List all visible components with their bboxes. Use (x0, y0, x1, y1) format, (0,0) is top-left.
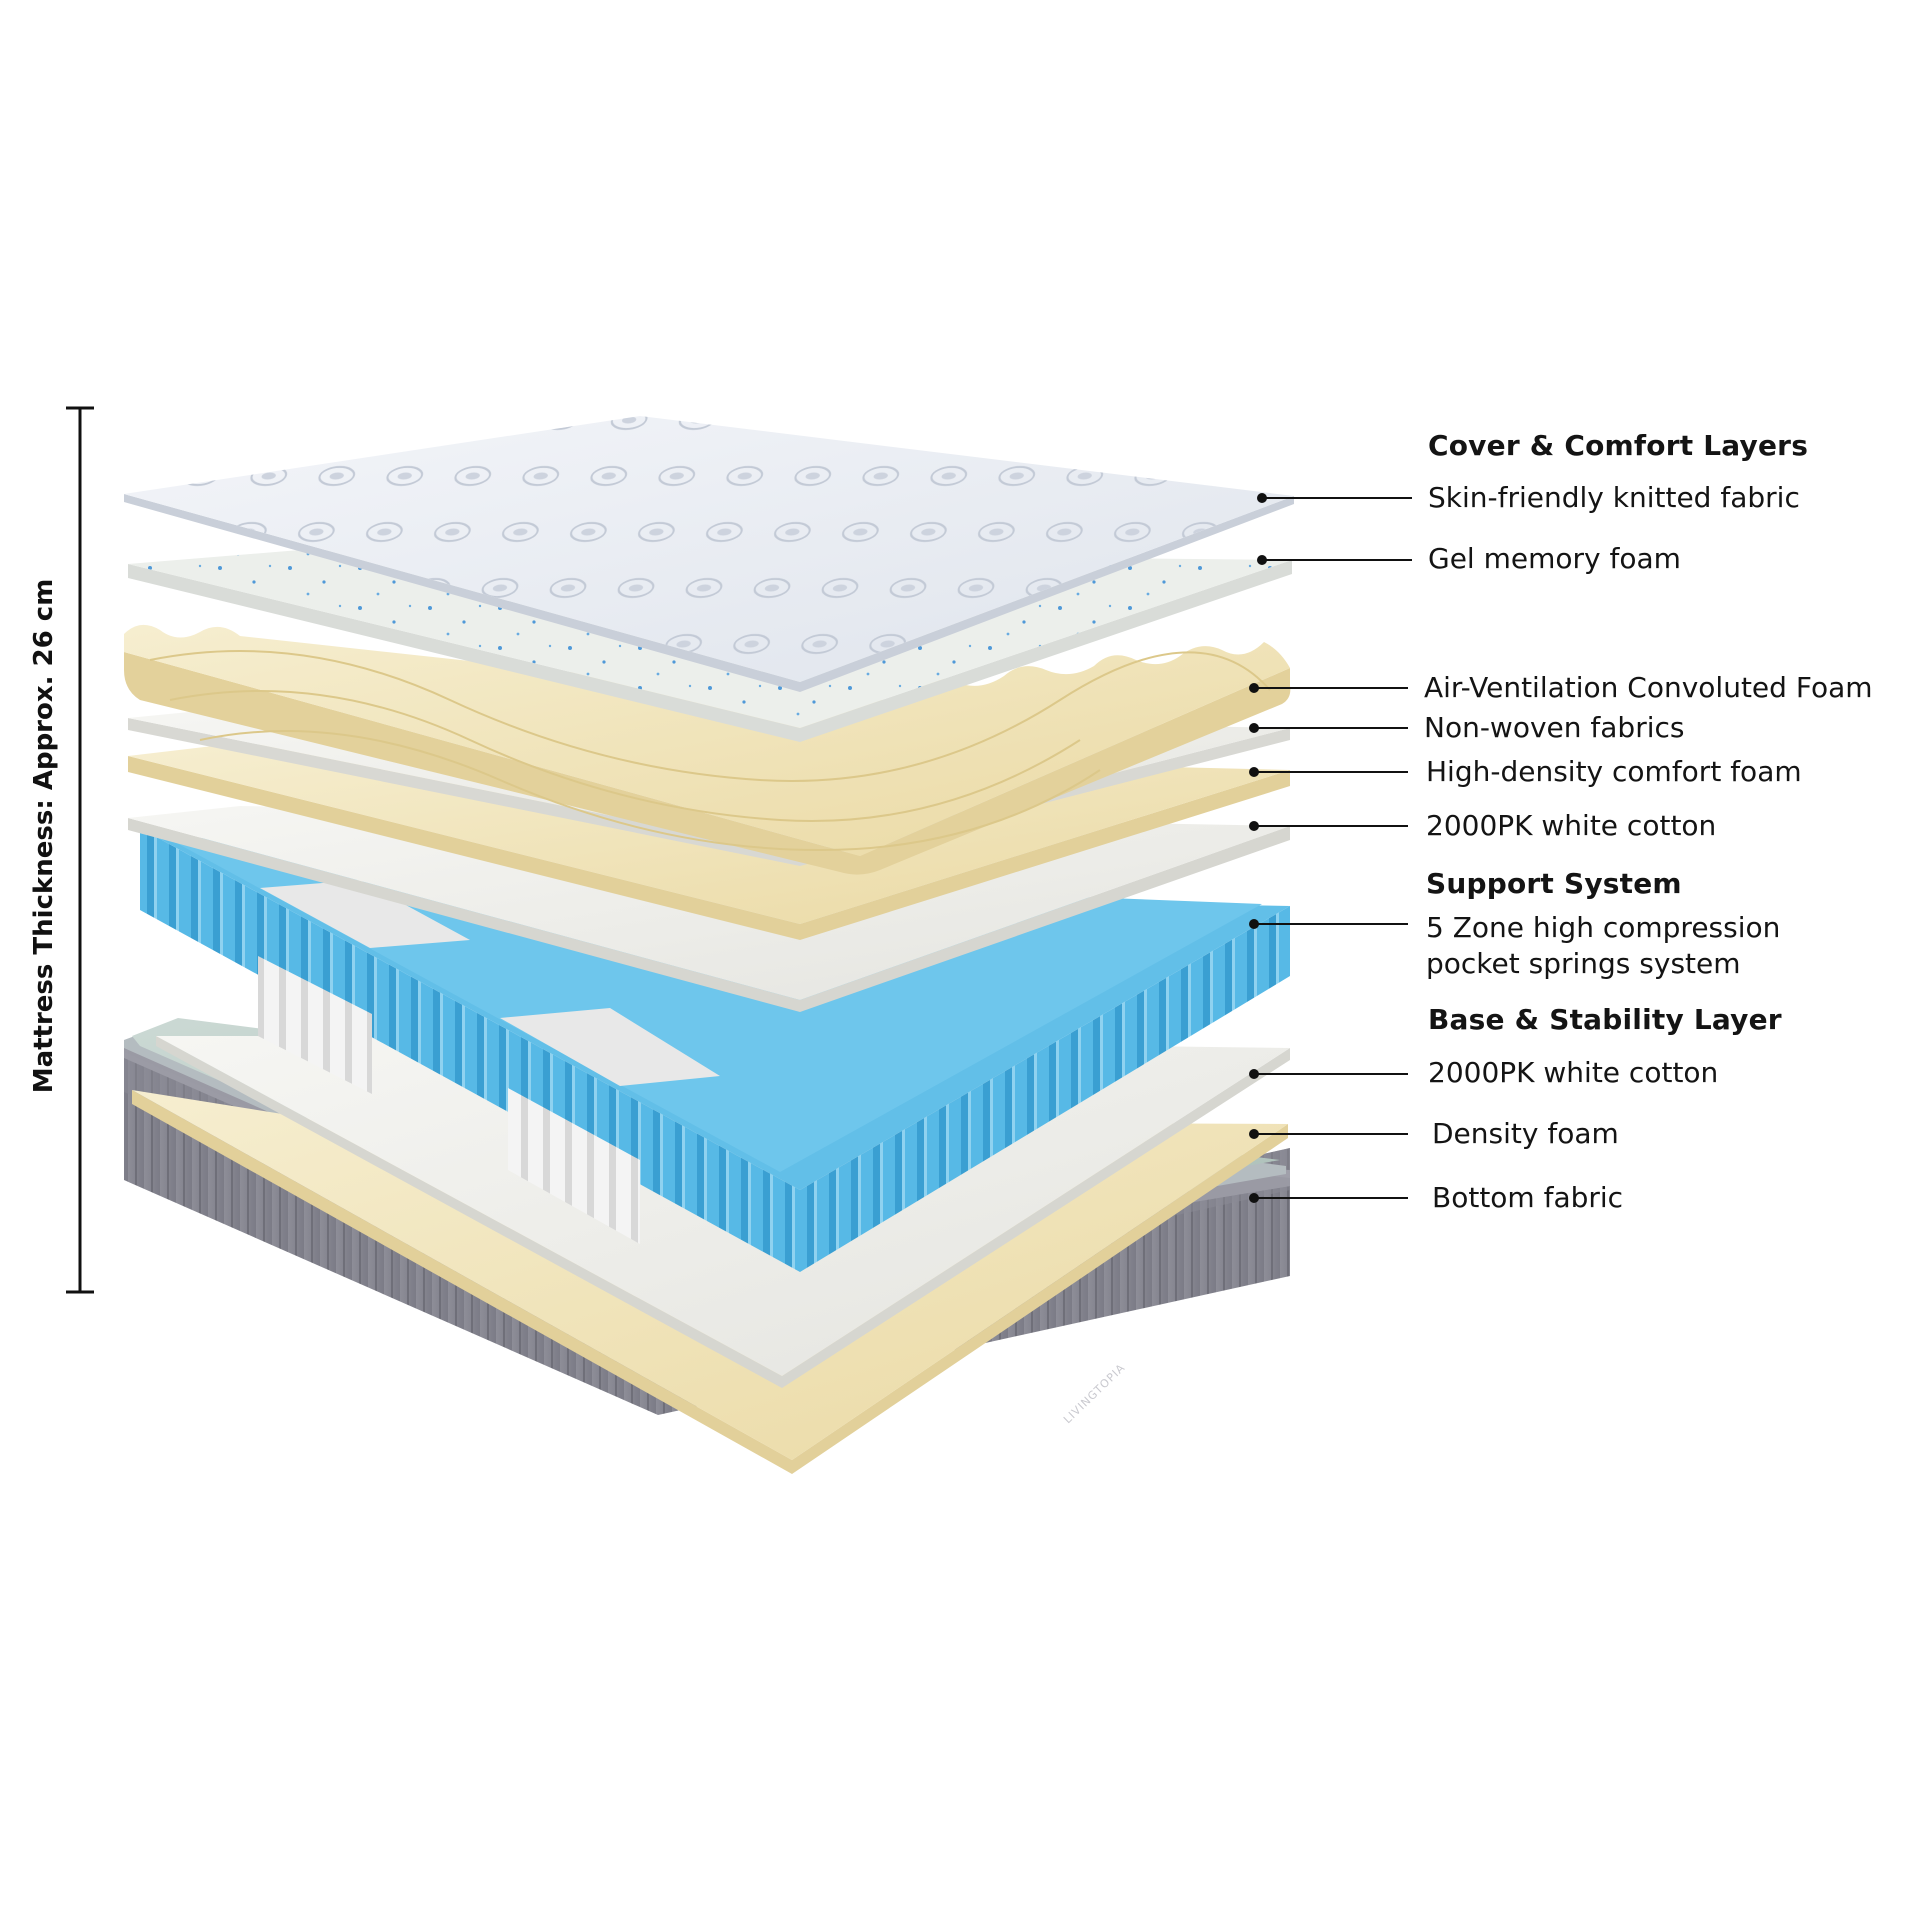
layer-convoluted-foam (124, 624, 1291, 875)
layer-knit-cover (124, 416, 1294, 692)
label-convoluted-foam: Air-Ventilation Convoluted Foam (1424, 671, 1873, 704)
brand-logo: LIVINGTOPIA (1061, 1361, 1128, 1426)
leader-lines (1249, 493, 1412, 1203)
label-bottom-fabric: Bottom fabric (1432, 1181, 1624, 1214)
label-nonwoven: Non-woven fabrics (1424, 711, 1685, 744)
label-hd-comfort-foam: High-density comfort foam (1426, 755, 1802, 788)
label-density-foam: Density foam (1432, 1117, 1619, 1150)
label-knit-fabric: Skin-friendly knitted fabric (1428, 481, 1800, 514)
convoluted-ridges (149, 650, 1271, 852)
section-base-title: Base & Stability Layer (1428, 1003, 1782, 1036)
section-cover-title: Cover & Comfort Layers (1428, 429, 1809, 462)
label-gel-foam: Gel memory foam (1428, 542, 1681, 575)
label-cotton-bottom: 2000PK white cotton (1428, 1056, 1719, 1089)
label-pocket-springs: 5 Zone high compression pocket springs s… (1426, 911, 1781, 980)
section-support-title: Support System (1426, 867, 1682, 900)
label-cotton-top: 2000PK white cotton (1426, 809, 1717, 842)
thickness-bracket (66, 406, 94, 1294)
